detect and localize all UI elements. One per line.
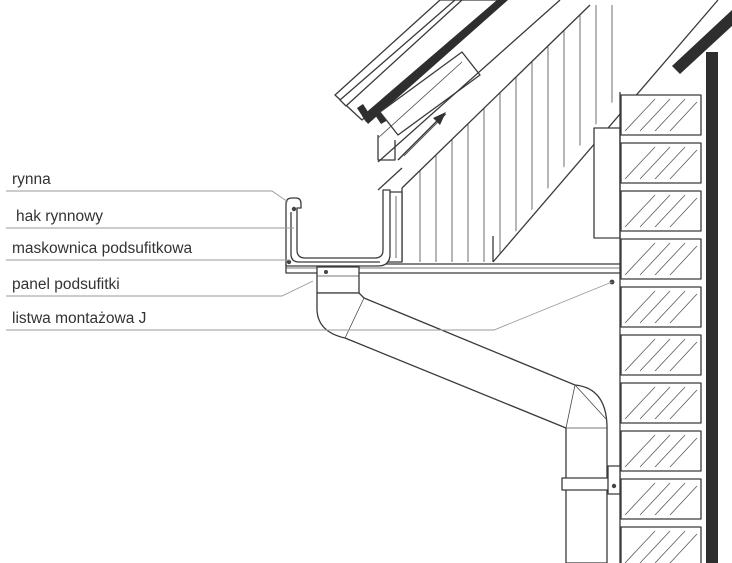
label-j-trim: listwa montażowa J: [12, 310, 146, 327]
leader-soffit-panel: [6, 280, 314, 297]
leader-j-trim: [6, 281, 613, 331]
wall-inner-dark: [672, 10, 732, 563]
labels: rynna hak rynnowy maskownica podsufitkow…: [12, 171, 192, 327]
leader-gutter: [6, 190, 289, 203]
roof-covering: [334, 0, 508, 124]
label-gutter: rynna: [12, 171, 51, 188]
leader-lines: [6, 190, 613, 331]
gutter: [285, 189, 391, 267]
label-gutter-hook: hak rynnowy: [16, 208, 103, 225]
downpipe: [316, 266, 621, 563]
label-fascia-cover: maskownica podsufitkowa: [12, 240, 192, 257]
brick-wall: [619, 92, 702, 563]
ventilation-arrow-icon: [397, 112, 447, 161]
roof-battens: [377, 0, 561, 163]
label-soffit-panel: panel podsufitki: [12, 276, 120, 293]
wall-upper-plate: [593, 127, 621, 239]
